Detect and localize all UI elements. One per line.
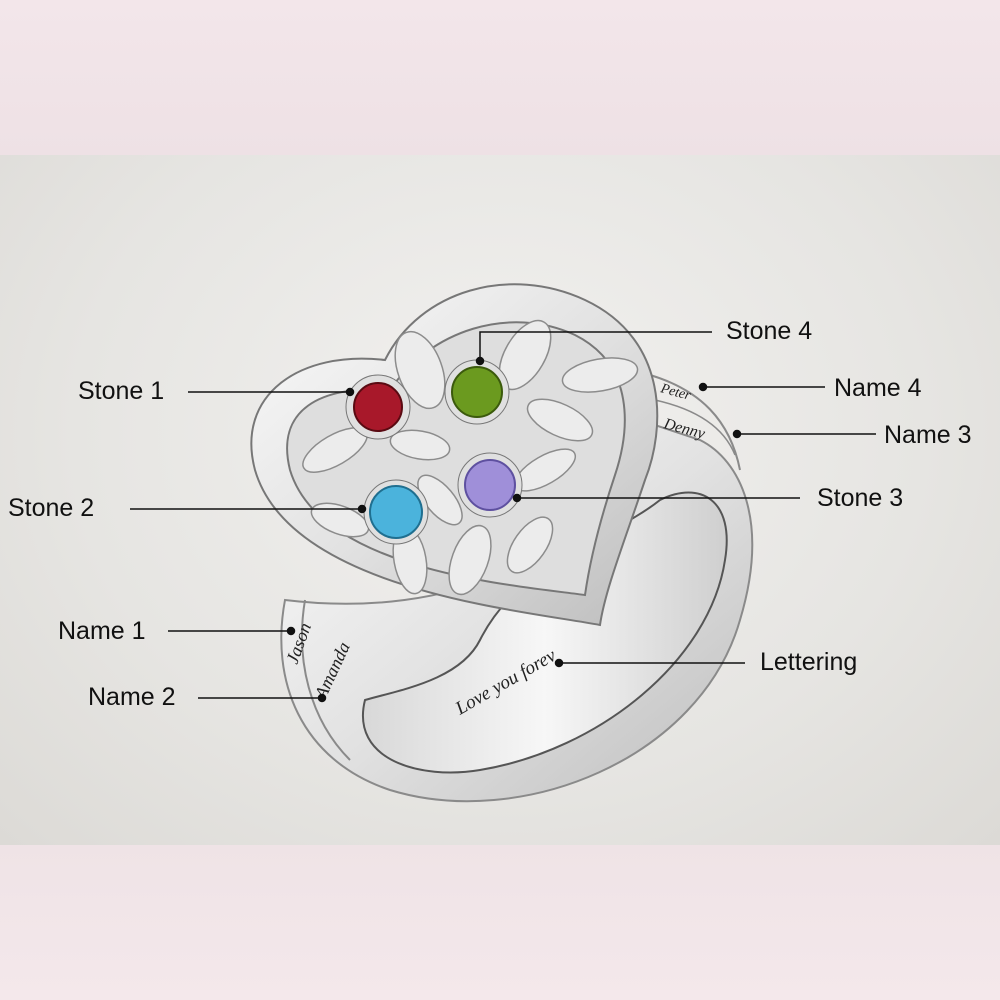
stone-4 [444, 359, 510, 425]
label-name-4: Name 4 [834, 374, 922, 402]
stone-2 [363, 479, 429, 545]
background-bottom-band [0, 845, 1000, 1000]
label-stone-3: Stone 3 [817, 484, 904, 512]
background-top-band [0, 0, 1000, 155]
label-stone-1: Stone 1 [78, 377, 165, 405]
engraving-name4: Peter [658, 381, 693, 404]
label-lettering: Lettering [760, 648, 858, 676]
label-stone-4: Stone 4 [726, 317, 813, 345]
stone-1 [345, 374, 411, 440]
tree-leaves [302, 319, 639, 596]
label-name-2: Name 2 [88, 683, 176, 711]
leader-lines [130, 331, 876, 703]
label-name-3: Name 3 [884, 421, 972, 449]
leader-stone4 [479, 331, 712, 361]
label-name-1: Name 1 [58, 617, 146, 645]
stone-3 [457, 452, 523, 518]
label-stone-2: Stone 2 [8, 494, 95, 522]
